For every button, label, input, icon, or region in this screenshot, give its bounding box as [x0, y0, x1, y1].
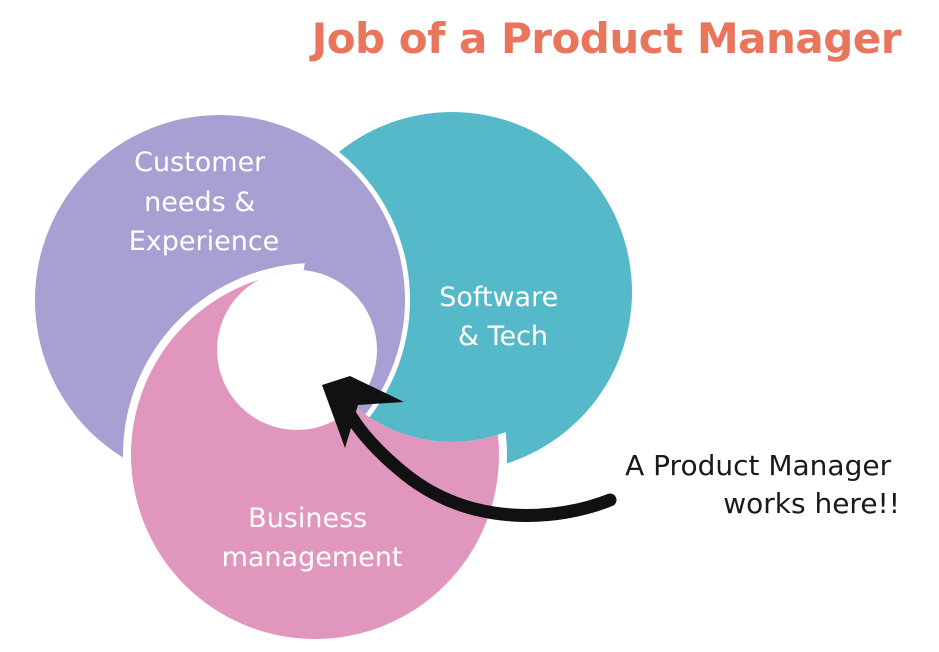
page-title: Job of a Product Manager [311, 14, 902, 63]
segment-label-business: Business management [222, 503, 403, 573]
pointer-arrow [322, 376, 617, 522]
segment-label-customer: Customer needs & Experience [129, 147, 280, 257]
segment-label-software: Software & Tech [439, 282, 567, 352]
annotation-text: A Product Manager works here!! [625, 449, 900, 520]
